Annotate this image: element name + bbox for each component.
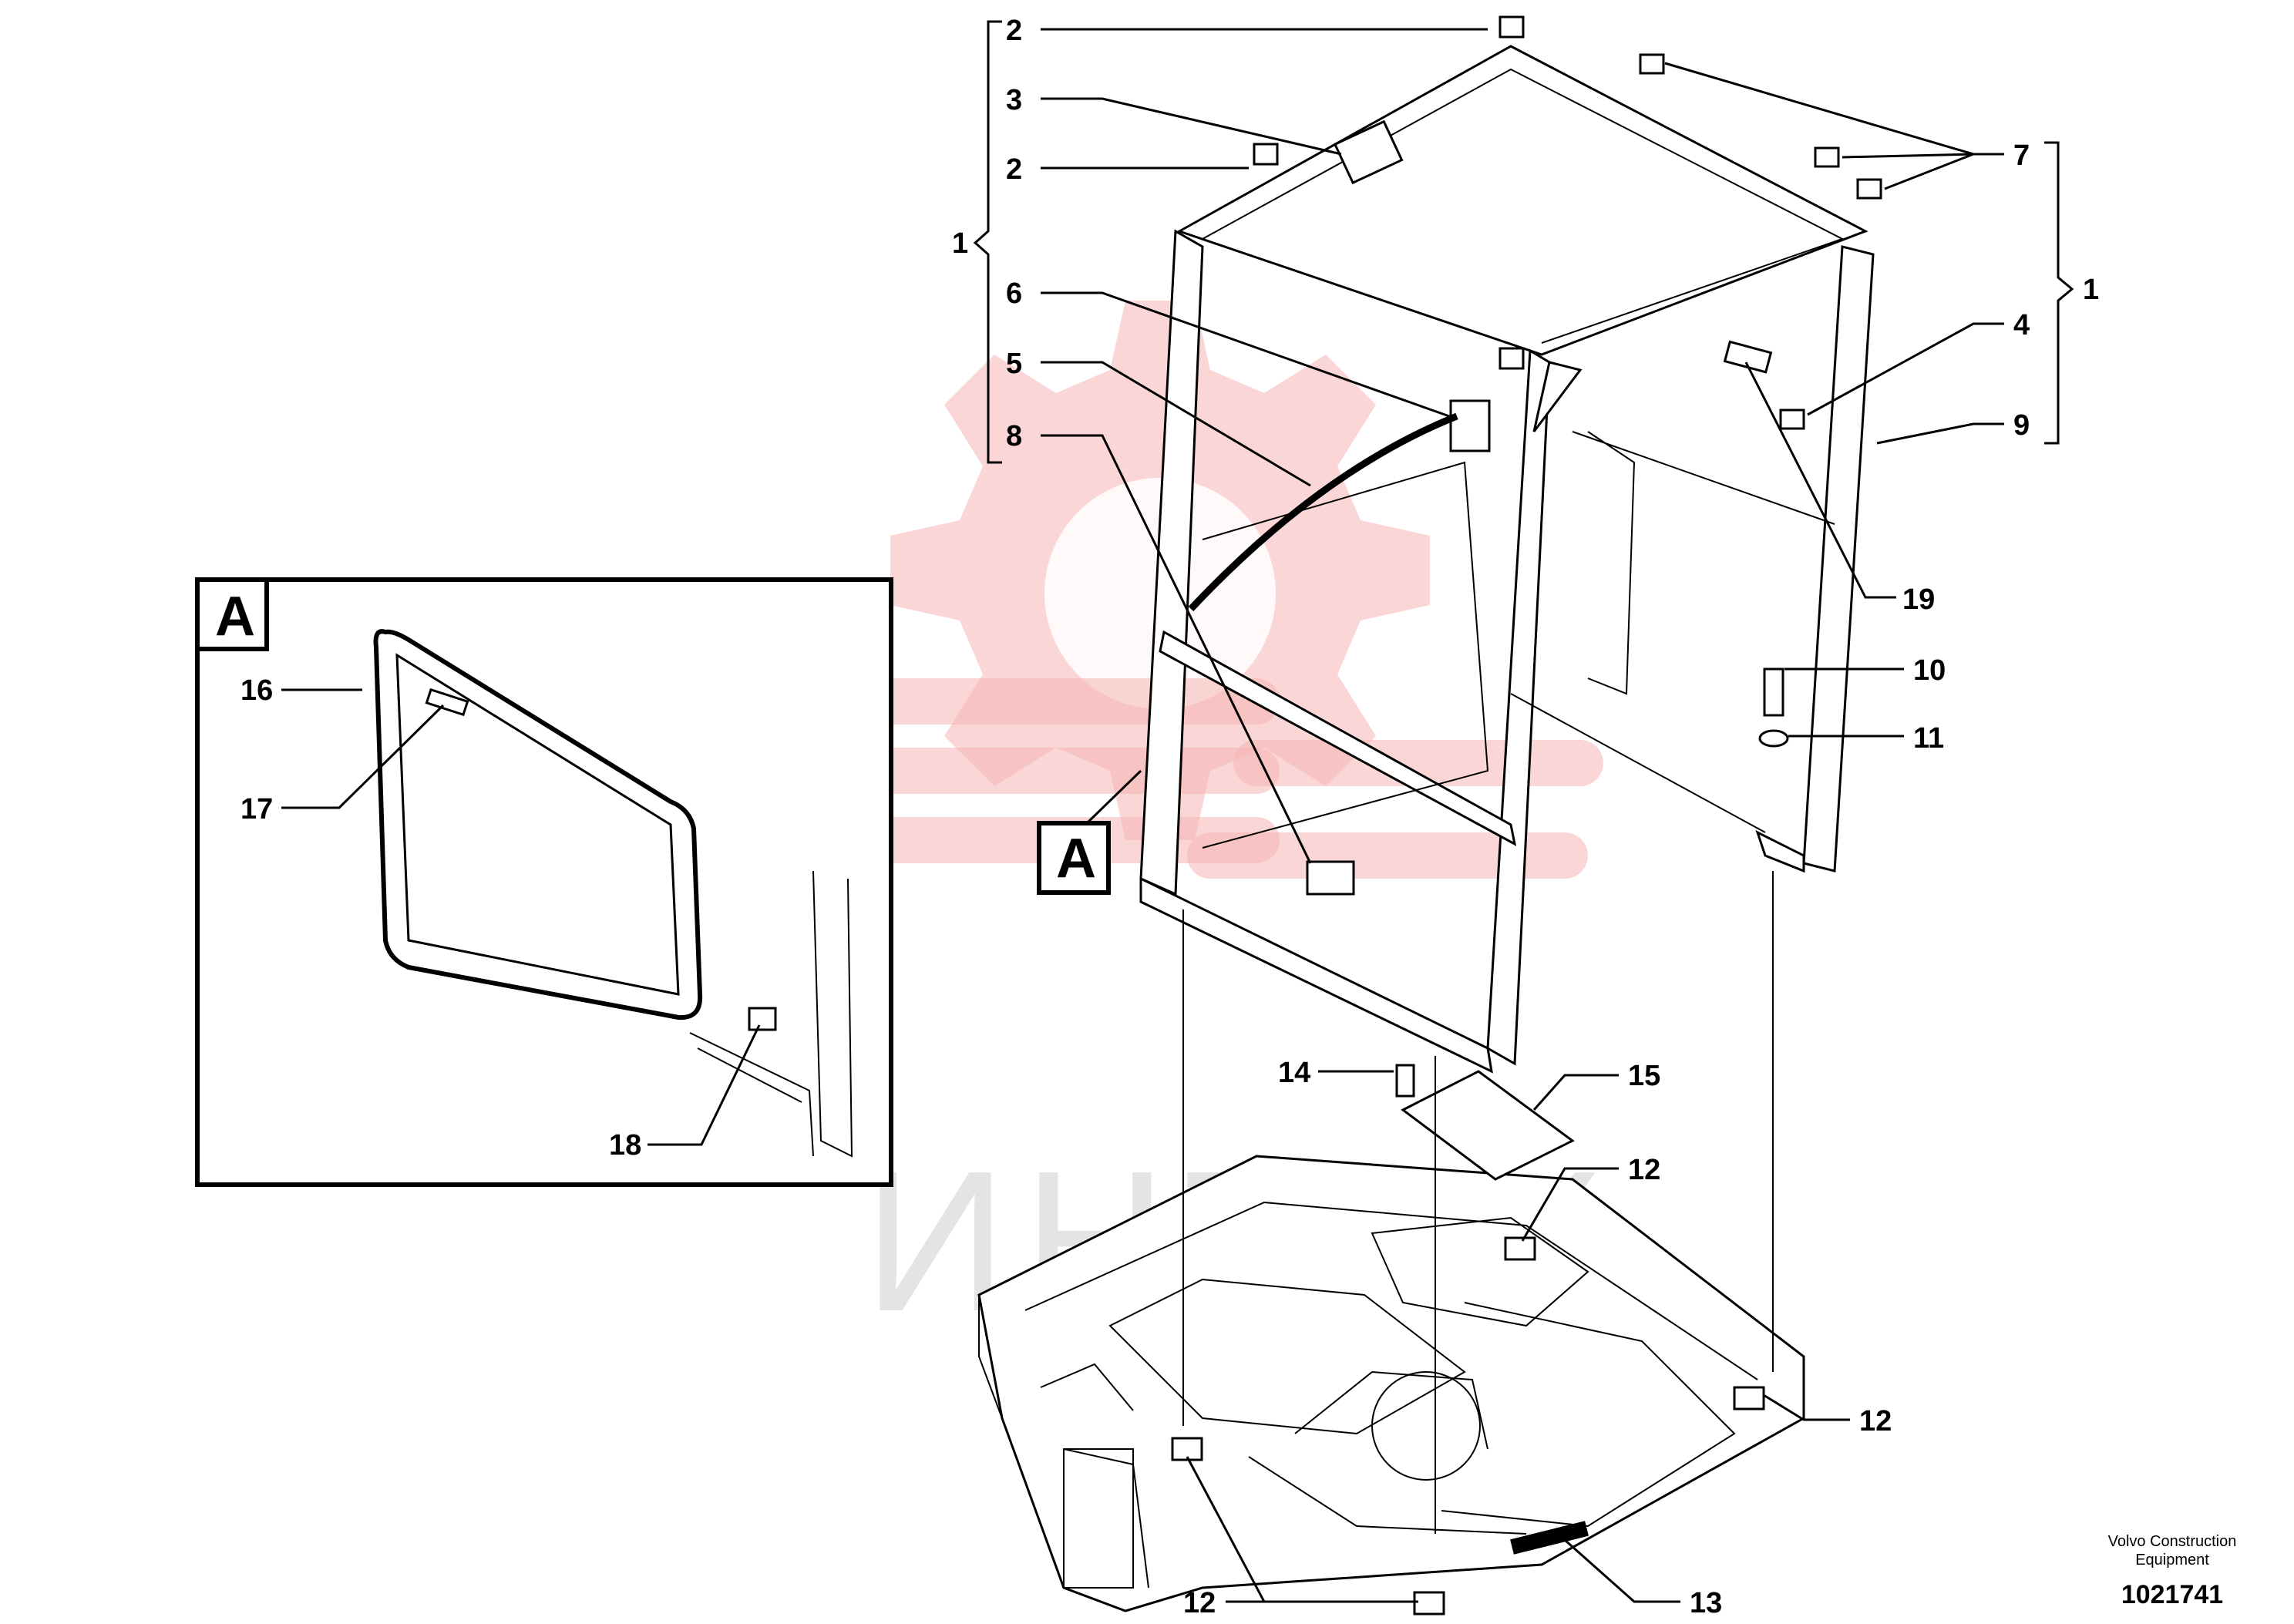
bolt-14 <box>1395 1064 1415 1098</box>
callout-2-top: 2 <box>1006 15 1022 47</box>
mount-12-rear <box>1504 1236 1536 1261</box>
callout-15: 15 <box>1628 1060 1660 1092</box>
roof-label-3 <box>1333 119 1404 185</box>
detail-a-letter: A <box>215 586 255 647</box>
callout-14: 14 <box>1278 1057 1310 1089</box>
callout-6: 6 <box>1006 277 1022 310</box>
screw-17 <box>425 688 469 717</box>
manufacturer-credit: Volvo Construction Equipment <box>2072 1532 2272 1569</box>
callout-numbers: 2 3 2 1 6 5 8 7 1 4 9 19 10 11 14 15 12 … <box>952 15 2099 1619</box>
callout-9: 9 <box>2013 409 2030 442</box>
callout-10: 10 <box>1913 654 1946 687</box>
callout-12-bottom: 12 <box>1183 1587 1216 1619</box>
callout-5: 5 <box>1006 348 1022 380</box>
detail-a-reference-letter: A <box>1056 828 1096 889</box>
detail-a-inset: A 16 17 18 <box>195 577 893 1187</box>
detail-a-reference <box>1037 821 1111 895</box>
callout-12-right: 12 <box>1859 1405 1892 1437</box>
plug-18 <box>748 1007 777 1031</box>
mount-12-right <box>1733 1386 1765 1410</box>
callout-7: 7 <box>2013 140 2030 172</box>
mount-12-front <box>1413 1591 1445 1616</box>
callout-4: 4 <box>2013 309 2030 341</box>
plug-7-a <box>1639 53 1665 75</box>
callout-18: 18 <box>609 1129 641 1162</box>
callout-16: 16 <box>240 674 273 707</box>
callout-12-rear: 12 <box>1628 1154 1660 1186</box>
cab-frame <box>1139 15 1882 1534</box>
manufacturer-line-1: Volvo Construction <box>2107 1533 2237 1550</box>
plug-7-b <box>1814 146 1840 168</box>
plug-7-c <box>1856 178 1882 200</box>
callout-19: 19 <box>1902 583 1935 616</box>
brace-left <box>973 20 1002 464</box>
cable-5 <box>1188 412 1458 612</box>
bolt-10 <box>1763 667 1784 717</box>
window-seal-16 <box>373 629 703 1020</box>
callout-13: 13 <box>1690 1587 1722 1619</box>
base-frame <box>977 1155 1805 1616</box>
manufacturer-line-2: Equipment <box>2135 1552 2209 1569</box>
plug-4 <box>1779 409 1805 430</box>
callout-1-left: 1 <box>952 227 968 260</box>
callout-8: 8 <box>1006 420 1022 452</box>
callout-11: 11 <box>1913 722 1944 755</box>
drawing-number: 1021741 <box>2121 1580 2224 1609</box>
interior-light-6 <box>1449 399 1491 452</box>
callout-3: 3 <box>1006 84 1022 116</box>
callout-2-mid: 2 <box>1006 153 1022 186</box>
washer-11 <box>1758 729 1789 748</box>
plate-15 <box>1401 1070 1575 1181</box>
detail-a-tag <box>195 577 269 651</box>
brace-right <box>2044 141 2074 445</box>
plug-2-top <box>1498 15 1525 39</box>
decal-13 <box>1510 1521 1589 1555</box>
bolt-19 <box>1723 340 1773 374</box>
plug-2-mid <box>1253 143 1279 166</box>
plug-center <box>1498 347 1525 370</box>
leader-lines <box>973 20 2074 1603</box>
connector-8 <box>1306 860 1355 896</box>
callout-1-right: 1 <box>2083 274 2099 306</box>
callout-17: 17 <box>240 793 273 825</box>
mount-12-left <box>1171 1437 1203 1461</box>
